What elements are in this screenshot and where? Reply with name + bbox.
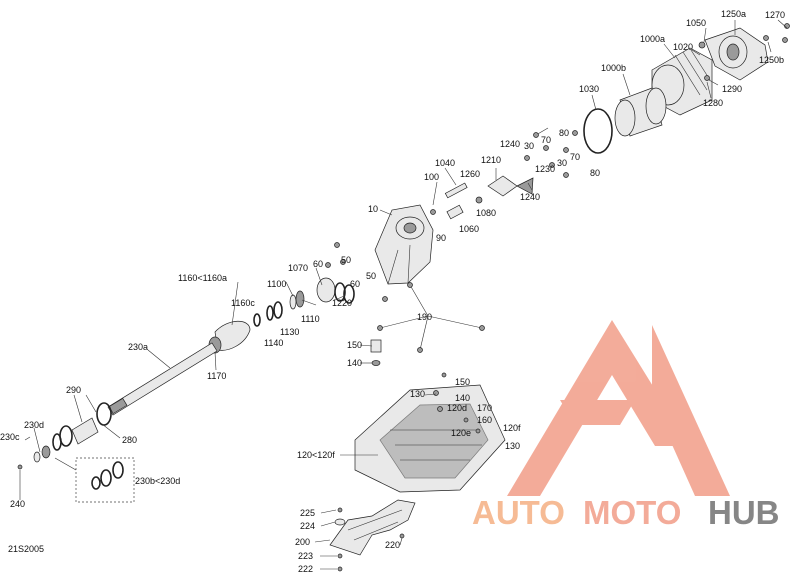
ride-plate [354, 372, 506, 493]
watermark-auto: AUTO [472, 494, 565, 531]
label-120e: 120e [451, 428, 471, 438]
label-1280: 1280 [703, 98, 723, 108]
pump-housing [374, 204, 434, 285]
label-70-a: 70 [541, 135, 551, 145]
label-170: 170 [477, 403, 492, 413]
label-1100: 1100 [267, 279, 286, 289]
label-1240-a: 1240 [500, 139, 520, 149]
label-1250b: 1250b [759, 55, 784, 65]
label-10: 10 [368, 204, 378, 214]
o-ring-1030 [583, 108, 613, 154]
label-70-b: 70 [570, 152, 580, 162]
label-223: 223 [298, 551, 313, 561]
intake-grate [329, 499, 416, 572]
label-230b: 230b<230d [135, 476, 180, 486]
label-50-b: 50 [366, 271, 376, 281]
label-120: 120<120f [297, 450, 335, 460]
label-140-a: 140 [347, 358, 362, 368]
label-1000a: 1000a [640, 34, 665, 44]
label-224: 224 [300, 521, 315, 531]
label-1240-b: 1240 [520, 192, 540, 202]
nozzle-assembly [698, 23, 790, 81]
label-1080: 1080 [476, 208, 496, 218]
label-230d: 230d [24, 420, 44, 430]
label-230c: 230c [0, 432, 20, 442]
label-1130: 1130 [280, 327, 299, 337]
label-1260: 1260 [460, 169, 480, 179]
wear-ring-1000b [614, 87, 667, 137]
support-fasteners [370, 282, 485, 366]
label-1270: 1270 [765, 10, 785, 20]
label-130-b: 130 [505, 441, 520, 451]
watermark-moto: MOTO [583, 494, 681, 531]
part-labels: 1050 1250a 1270 1000a 1020 1250b 1000b 1… [0, 9, 785, 574]
bearing-stack [253, 242, 388, 327]
label-100: 100 [424, 172, 439, 182]
label-230a: 230a [128, 342, 148, 352]
label-1230: 1230 [535, 164, 555, 174]
label-280: 280 [122, 435, 137, 445]
label-120d: 120d [447, 403, 467, 413]
label-220: 220 [385, 540, 400, 550]
label-150-b: 150 [455, 377, 470, 387]
label-1250a: 1250a [721, 9, 746, 19]
label-1040: 1040 [435, 158, 455, 168]
label-1160: 1160<1160a [178, 273, 227, 283]
label-240: 240 [10, 499, 25, 509]
label-60-b: 60 [350, 279, 360, 289]
impeller-1210 [487, 175, 534, 197]
label-190: 190 [417, 312, 432, 322]
label-1290: 1290 [722, 84, 742, 94]
label-1030: 1030 [579, 84, 599, 94]
label-290: 290 [66, 385, 81, 395]
label-1000b: 1000b [601, 63, 626, 73]
label-140-b: 140 [455, 393, 470, 403]
label-1050: 1050 [686, 18, 706, 28]
label-222: 222 [298, 564, 313, 574]
label-160: 160 [477, 415, 492, 425]
leader-lines [19, 19, 788, 570]
label-1020: 1020 [673, 42, 693, 52]
label-1170: 1170 [207, 371, 226, 381]
label-1140: 1140 [264, 338, 283, 348]
label-200: 200 [295, 537, 310, 547]
drive-shaft [107, 320, 251, 416]
impeller-bolts [524, 127, 578, 178]
boot-and-seals [17, 402, 135, 503]
kit-box-230b [75, 457, 135, 503]
label-225: 225 [300, 508, 315, 518]
label-150-a: 150 [347, 340, 362, 350]
label-130-a: 130 [410, 389, 425, 399]
label-80-a: 80 [559, 128, 569, 138]
label-1160c: 1160c [231, 298, 255, 308]
label-80-b: 80 [590, 168, 600, 178]
label-30-a: 30 [524, 141, 534, 151]
label-50-a: 50 [341, 255, 351, 265]
label-1070: 1070 [288, 263, 308, 273]
label-30-b: 30 [557, 158, 567, 168]
label-1060: 1060 [459, 224, 479, 234]
watermark-hub: HUB [708, 494, 780, 531]
label-60-a: 60 [313, 259, 323, 269]
diagram-id: 21S2005 [8, 544, 44, 554]
label-90: 90 [436, 233, 446, 243]
label-1110: 1110 [301, 314, 320, 324]
label-120f: 120f [503, 423, 521, 433]
label-1210: 1210 [481, 155, 501, 165]
watermark-logo: AUTO MOTO HUB [472, 320, 780, 531]
label-1220: 1220 [332, 298, 352, 308]
